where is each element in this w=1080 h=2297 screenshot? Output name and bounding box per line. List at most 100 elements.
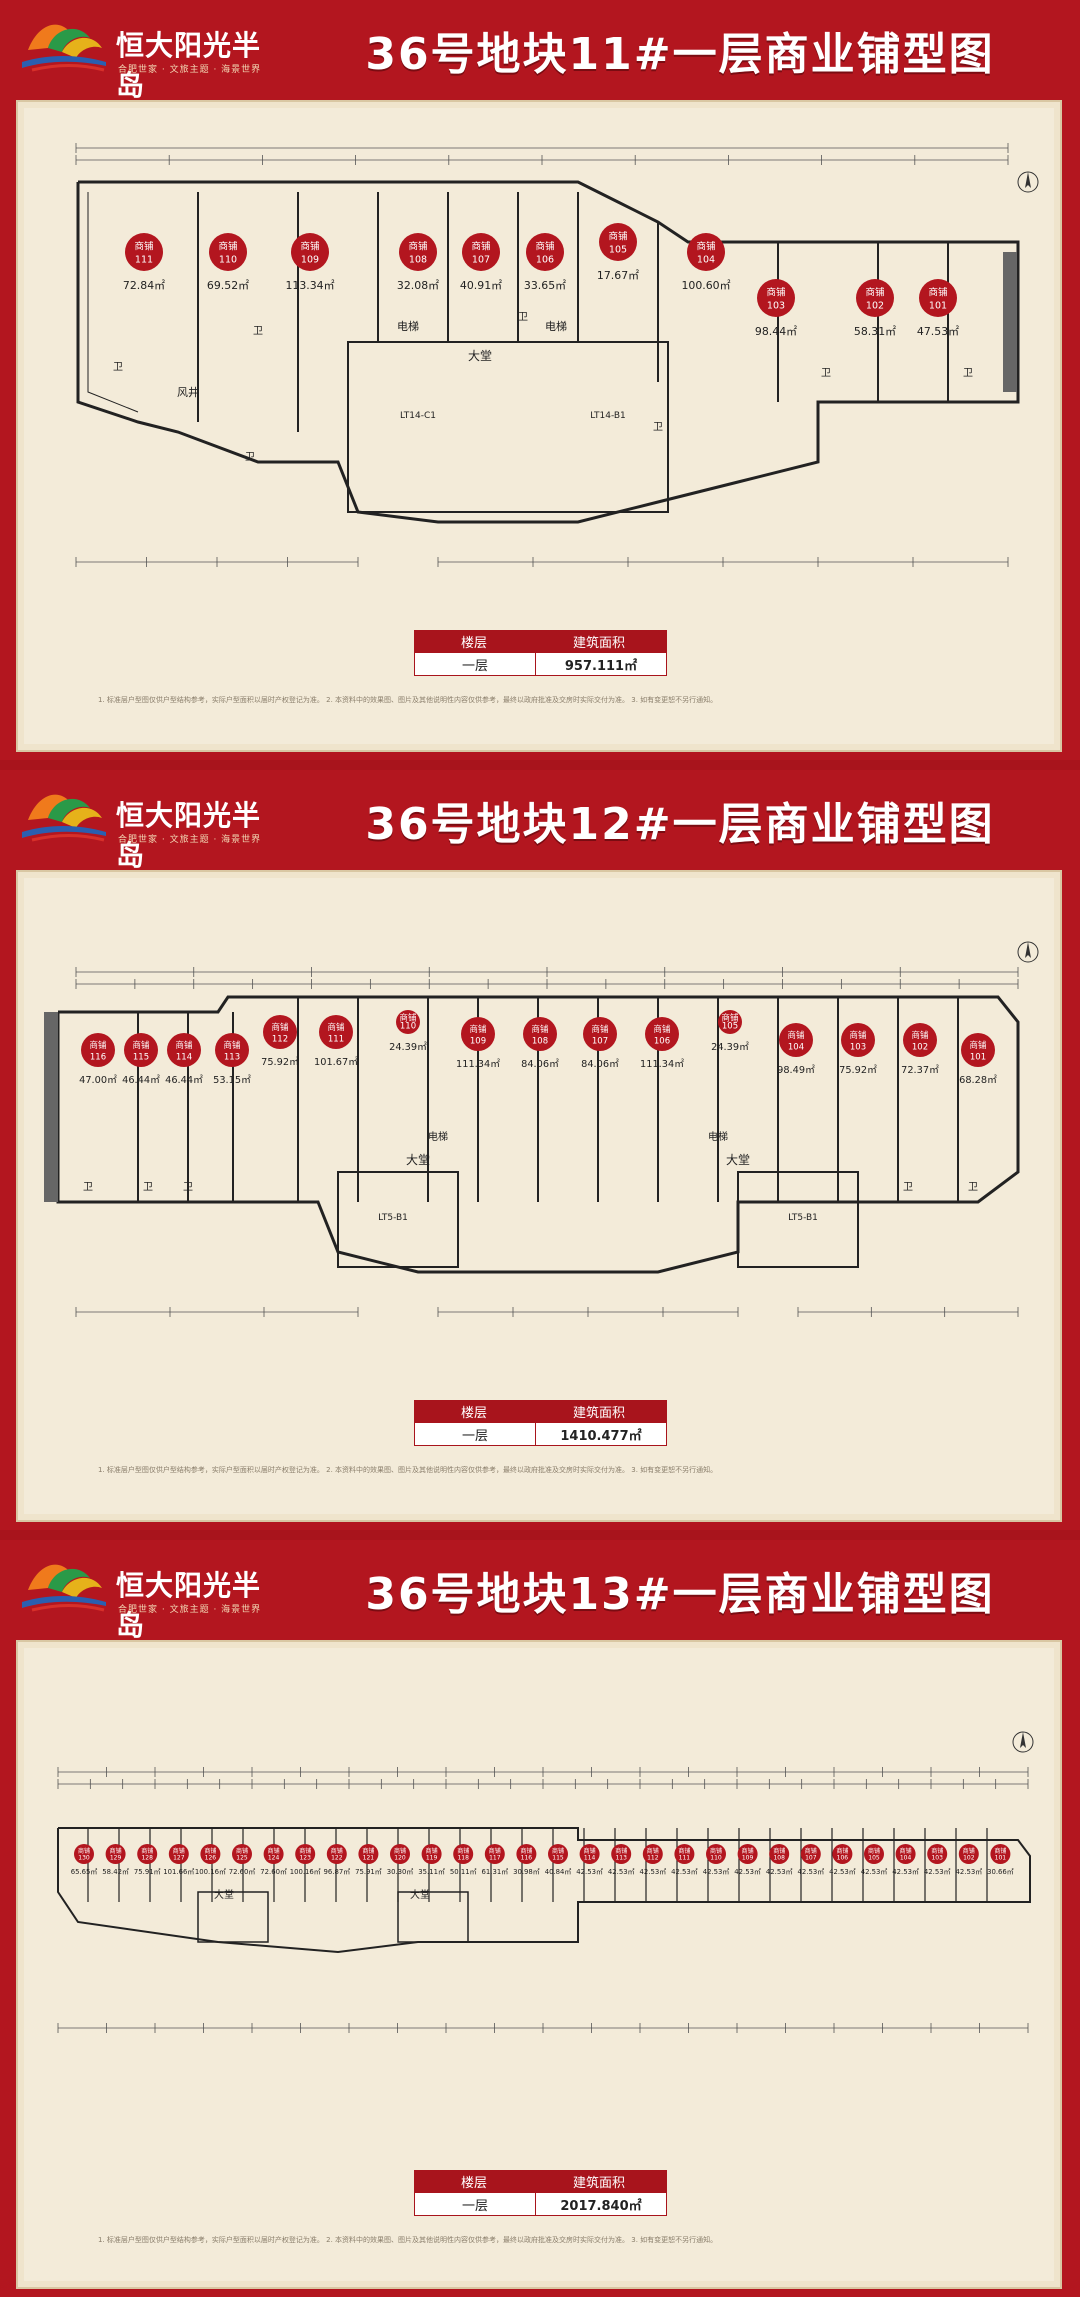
shop-badge: [961, 1033, 995, 1067]
shop-number: 129: [110, 1855, 122, 1862]
shop-number: 110: [710, 1855, 722, 1862]
shop-number: 111: [679, 1855, 691, 1862]
shop-area: 69.52㎡: [207, 279, 249, 292]
shop-area: 42.53㎡: [892, 1868, 919, 1876]
brand-tagline: 合肥世家 · 文旅主题 · 海景世界: [118, 65, 262, 75]
shop-badge: [291, 233, 329, 271]
shop-label-text: 商铺: [710, 1847, 722, 1855]
total-area-value: 1410.477㎡: [560, 1428, 642, 1444]
page-title: 36号地块12#一层商业铺型图: [365, 799, 995, 850]
hall-label: 大堂: [410, 1888, 430, 1901]
page-title: 36号地块11#一层商业铺型图: [365, 29, 995, 80]
sheet-header: 恒大阳光半岛 合肥世家 · 文旅主题 · 海景世界 36号地块11#一层商业铺型…: [0, 0, 1080, 102]
shop-area: 24.39㎡: [389, 1041, 427, 1053]
shop-label-text: 商铺: [110, 1847, 122, 1855]
stair-label: LT5-B1: [378, 1213, 408, 1223]
shop-area: 84.06㎡: [521, 1058, 559, 1070]
shop-number: 112: [272, 1034, 288, 1044]
shop-number: 105: [868, 1855, 880, 1862]
shop-label-text: 商铺: [175, 1040, 193, 1051]
floor-plan-drawing: 大堂大堂商铺13065.65㎡商铺12958.42㎡商铺12875.91㎡商铺1…: [57, 1731, 1034, 2033]
shop-badge: [137, 1844, 158, 1864]
shop-number: 110: [400, 1022, 416, 1032]
elevator-label: 电梯: [428, 1130, 448, 1143]
hall-label: 大堂: [214, 1888, 234, 1901]
shop-area: 72.60㎡: [260, 1868, 287, 1876]
shop-number: 123: [299, 1855, 311, 1862]
disclaimer-note: 1. 标准层户型图仅供户型结构参考，实际户型面积以届时产权登记为准。 2. 本资…: [98, 2236, 718, 2244]
shop-area: 35.11㎡: [418, 1868, 445, 1876]
shop-area: 46.44㎡: [122, 1074, 160, 1086]
shop-area: 42.53㎡: [671, 1868, 698, 1876]
brand-logo: 恒大阳光半岛 合肥世家 · 文旅主题 · 海景世界: [18, 14, 288, 102]
shop-badge: [958, 1844, 979, 1864]
shop-label-text: 商铺: [615, 1847, 627, 1855]
shop-label-text: 商铺: [584, 1847, 596, 1855]
shop-badge: [232, 1844, 252, 1864]
toilet-label: 卫: [245, 452, 255, 463]
wall: [57, 1827, 1031, 1954]
shop-label-text: 商铺: [865, 287, 884, 299]
shop-label-text: 商铺: [591, 1024, 609, 1035]
shop-label-text: 商铺: [362, 1847, 374, 1855]
shop-badge: [757, 279, 795, 317]
shop-number: 118: [457, 1855, 469, 1862]
shop-badge: [718, 1010, 742, 1034]
shop-label-text: 商铺: [696, 241, 715, 253]
shop-badge: [990, 1844, 1011, 1864]
shop-number: 113: [224, 1052, 240, 1062]
floor-value: 一层: [415, 2193, 536, 2215]
shop-label-text: 商铺: [271, 1022, 289, 1033]
shop-area: 53.15㎡: [213, 1074, 251, 1086]
shop-label-text: 商铺: [787, 1030, 805, 1041]
shop-badge: [927, 1844, 948, 1864]
shop-number: 124: [268, 1855, 280, 1862]
shop-badge: [903, 1023, 937, 1057]
shop-label-text: 商铺: [469, 1024, 487, 1035]
shop-badge: [461, 1017, 495, 1051]
shop-label-text: 商铺: [299, 1847, 311, 1855]
shop-number: 108: [409, 254, 427, 265]
shop-number: 128: [141, 1855, 153, 1862]
north-arrow-icon: [1012, 1731, 1034, 1753]
shop-badge: [687, 233, 725, 271]
shop-area: 58.42㎡: [102, 1868, 129, 1876]
stair-label: LT5-B1: [788, 1213, 818, 1223]
brand-name: 恒大阳光半岛: [116, 799, 262, 872]
shop-number: 109: [301, 254, 319, 265]
shop-number: 105: [609, 244, 627, 255]
shop-label-text: 商铺: [742, 1847, 754, 1855]
shop-area: 42.53㎡: [734, 1868, 761, 1876]
brand-tagline: 合肥世家 · 文旅主题 · 海景世界: [118, 835, 262, 845]
shop-area: 113.34㎡: [285, 279, 334, 292]
shop-label-text: 商铺: [608, 231, 627, 243]
core-block: [337, 1171, 459, 1268]
shop-number: 114: [176, 1052, 192, 1062]
shop-number: 117: [489, 1855, 501, 1862]
shop-number: 111: [135, 254, 153, 265]
shop-badge: [832, 1844, 853, 1864]
shop-label-text: 商铺: [552, 1847, 564, 1855]
shop-number: 120: [394, 1855, 406, 1862]
shop-area: 47.00㎡: [79, 1074, 117, 1086]
shop-number: 119: [426, 1855, 438, 1862]
wall: [87, 192, 139, 413]
shop-area: 33.65㎡: [524, 279, 566, 292]
elevator-label: 电梯: [708, 1130, 728, 1143]
shop-area: 98.44㎡: [755, 325, 797, 338]
shop-badge: [611, 1844, 632, 1864]
shop-badge: [919, 279, 957, 317]
shop-area: 75.91㎡: [355, 1868, 382, 1876]
shop-badge: [864, 1844, 884, 1864]
shop-label-text: 商铺: [678, 1847, 690, 1855]
brand-emblem-icon: [22, 794, 106, 842]
shop-number: 104: [788, 1042, 804, 1052]
shop-badge: [523, 1017, 557, 1051]
shop-area: 42.53㎡: [955, 1868, 982, 1876]
shop-badge: [326, 1844, 347, 1864]
elevator-label: 电梯: [545, 320, 567, 333]
shop-area: 42.53㎡: [608, 1868, 635, 1876]
